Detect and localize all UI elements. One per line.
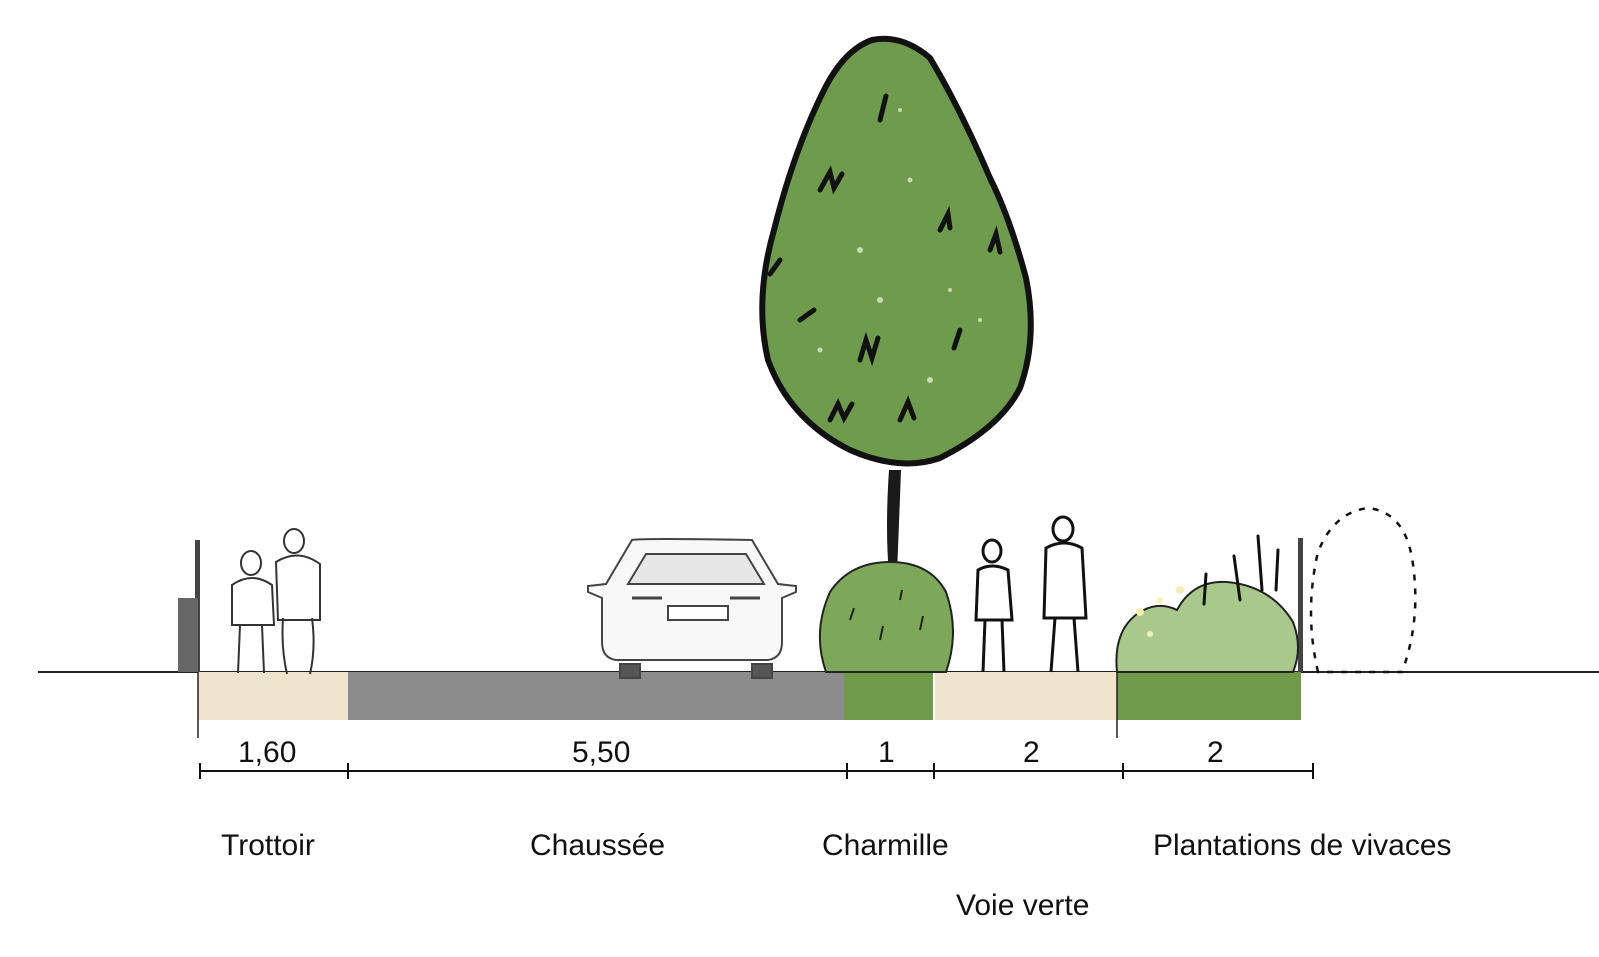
hedge-charmille bbox=[818, 560, 954, 673]
pedestrians-couple-sketch bbox=[231, 528, 321, 675]
tree-illustration bbox=[759, 35, 1034, 574]
band-plantations bbox=[1117, 672, 1301, 720]
dimension-charmille: 1 bbox=[876, 736, 897, 769]
pedestrians-voie-verte-sketch bbox=[974, 515, 1088, 673]
label-charmille: Charmille bbox=[822, 829, 949, 862]
label-voie-verte: Voie verte bbox=[956, 889, 1090, 922]
label-chaussee: Chaussée bbox=[530, 829, 666, 862]
car-rear-view bbox=[587, 538, 797, 679]
dimension-voie-verte: 2 bbox=[1017, 738, 1046, 768]
perennial-plantings bbox=[1115, 534, 1299, 673]
dimension-line bbox=[199, 763, 1314, 779]
label-trottoir: Trottoir bbox=[221, 829, 315, 862]
boundary-post-right bbox=[1298, 538, 1303, 672]
dimension-plantations: 2 bbox=[1201, 738, 1230, 768]
band-chaussee bbox=[348, 672, 844, 720]
dimension-trottoir: 1,60 bbox=[232, 738, 303, 768]
band-trottoir bbox=[198, 672, 348, 720]
shrub-outline-sketch bbox=[1309, 506, 1417, 674]
label-plantations: Plantations de vivaces bbox=[1153, 829, 1452, 862]
dimension-chaussee: 5,50 bbox=[566, 738, 637, 768]
band-charmille bbox=[844, 672, 934, 720]
band-voie-verte bbox=[934, 672, 1117, 720]
